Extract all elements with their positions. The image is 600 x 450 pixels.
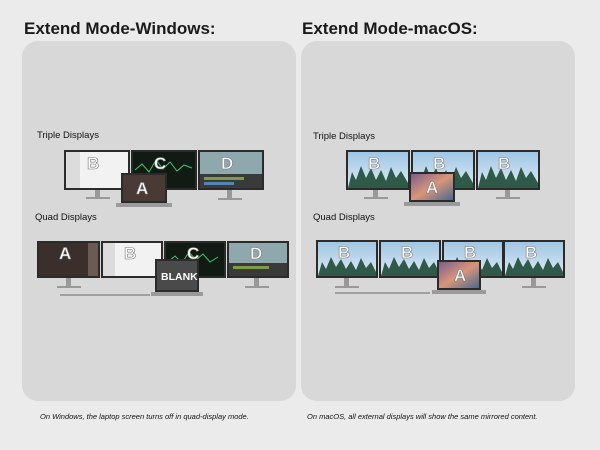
windows-quad-label: Quad Displays bbox=[35, 212, 97, 223]
win-triple-monitor-b bbox=[64, 150, 130, 199]
win-quad-letter-b: B bbox=[124, 244, 136, 263]
mac-quad-letter-3: B bbox=[464, 243, 476, 262]
win-quad-blank-label: BLANK bbox=[161, 271, 198, 283]
win-quad-laptop-blank bbox=[151, 259, 203, 296]
mac-triple-monitor-3 bbox=[476, 150, 540, 199]
macos-panel bbox=[301, 41, 575, 401]
windows-caption: On Windows, the laptop screen turns off … bbox=[40, 412, 249, 421]
mac-triple-laptop bbox=[404, 172, 460, 206]
win-quad-monitor-a bbox=[37, 241, 100, 288]
macos-caption: On macOS, all external displays will sho… bbox=[307, 412, 538, 421]
win-quad-letter-c: C bbox=[187, 244, 199, 263]
windows-heading: Extend Mode-Windows: bbox=[24, 19, 216, 38]
windows-triple-label: Triple Displays bbox=[37, 130, 99, 141]
mac-quad-letter-a: A bbox=[454, 266, 466, 285]
win-triple-letter-d: D bbox=[221, 154, 233, 173]
macos-quad-label: Quad Displays bbox=[313, 212, 375, 223]
win-triple-letter-a: A bbox=[136, 179, 148, 198]
win-triple-letter-b: B bbox=[87, 154, 99, 173]
mac-quad-monitor-2 bbox=[379, 240, 441, 278]
macos-triple-label: Triple Displays bbox=[313, 131, 375, 142]
win-triple-laptop-a bbox=[116, 173, 172, 207]
win-quad-letter-a: A bbox=[59, 244, 71, 263]
win-triple-letter-c: C bbox=[154, 154, 166, 173]
mac-triple-monitor-1 bbox=[346, 150, 410, 199]
mac-quad-letter-4: B bbox=[525, 243, 537, 262]
mac-quad-letter-1: B bbox=[338, 243, 350, 262]
win-quad-letter-d: D bbox=[250, 244, 262, 263]
mac-triple-letter-3: B bbox=[498, 154, 510, 173]
win-quad-monitor-b bbox=[101, 241, 163, 278]
mac-quad-letter-2: B bbox=[401, 243, 413, 262]
mac-triple-letter-a: A bbox=[426, 178, 438, 197]
mac-quad-monitor-4 bbox=[503, 240, 565, 288]
win-quad-monitor-d bbox=[227, 241, 289, 288]
macos-heading: Extend Mode-macOS: bbox=[302, 19, 478, 38]
windows-panel bbox=[22, 41, 296, 401]
mac-triple-letter-1: B bbox=[368, 154, 380, 173]
mac-quad-monitor-1 bbox=[316, 240, 378, 288]
mac-triple-letter-2: B bbox=[433, 154, 445, 173]
win-triple-monitor-d bbox=[198, 150, 264, 200]
mac-quad-laptop bbox=[432, 260, 486, 294]
